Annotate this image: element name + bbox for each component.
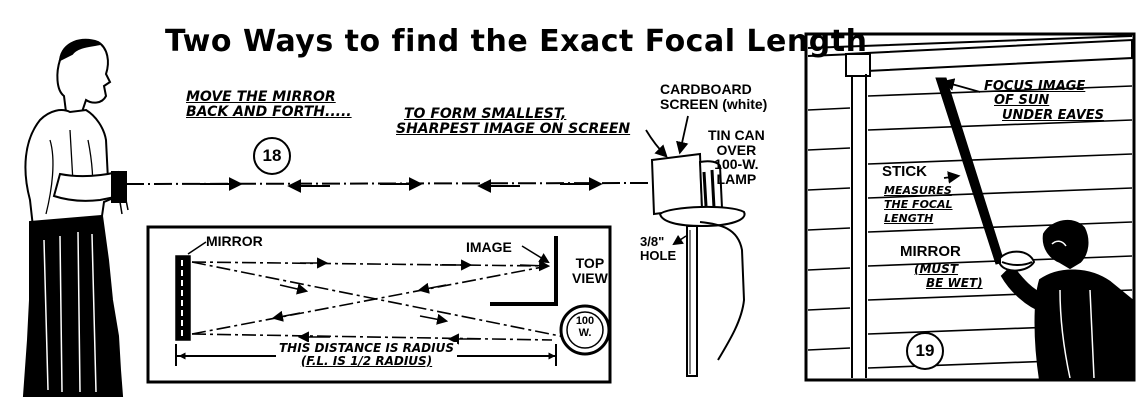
stick-line-4: LENGTH xyxy=(884,211,934,225)
lamp-wattage-label: 100 W. xyxy=(566,315,604,339)
light-ray-path xyxy=(125,177,653,193)
boy-with-mirror-figure xyxy=(999,219,1133,381)
must-be-wet-label: (MUST BE WET) xyxy=(914,262,983,291)
top-view-line-2: VIEW xyxy=(572,269,608,286)
hole-size-line-2: HOLE xyxy=(640,247,677,263)
tin-label-line-2: OVER xyxy=(716,141,757,158)
form-image-caption: TO FORM SMALLEST, SHARPEST IMAGE ON SCRE… xyxy=(396,106,630,136)
screen-label-line-2: SCREEN (white) xyxy=(660,95,768,112)
tin-label-line-3: 100-W. xyxy=(714,156,759,173)
radius-line-2: (F.L. IS 1/2 RADIUS) xyxy=(300,353,433,368)
top-view-line-1: TOP xyxy=(575,255,605,271)
tin-label-line-1: TIN CAN xyxy=(708,127,765,143)
lamp-wattage-line-1: 100 xyxy=(575,315,595,327)
stick-label: STICK xyxy=(882,163,927,180)
stick-measures-label: MEASURES THE FOCAL LENGTH xyxy=(884,184,953,225)
man-with-mirror-figure xyxy=(22,38,129,397)
caption-dots: ..... xyxy=(325,103,352,120)
boy-mirror-label: MIRROR xyxy=(900,243,961,260)
focus-line-3: UNDER EAVES xyxy=(1002,107,1105,123)
lamp-wattage-line-2: W. xyxy=(578,326,592,339)
wet-line-1: (MUST xyxy=(914,262,958,276)
caption-pointer-arrow xyxy=(645,129,668,158)
hole-size-label: 3/8" HOLE xyxy=(640,235,676,262)
radius-distance-label: THIS DISTANCE IS RADIUS (F.L. IS 1/2 RAD… xyxy=(276,341,457,368)
tin-label-line-4: LAMP xyxy=(716,171,757,188)
top-view-label: TOP VIEW xyxy=(572,256,608,285)
top-view-inset xyxy=(146,225,612,384)
stick-line-2: MEASURES xyxy=(884,184,952,197)
cardboard-screen-label: CARDBOARD SCREEN (white) xyxy=(660,82,767,111)
focus-image-label: FOCUS IMAGE OF SUN UNDER EAVES xyxy=(984,79,1105,123)
focus-line-2: OF SUN xyxy=(994,93,1050,109)
stick-line-3: THE FOCAL xyxy=(884,197,953,211)
hole-size-line-1: 3/8" xyxy=(640,234,665,249)
move-mirror-line-2-row: BACK AND FORTH..... xyxy=(186,103,352,120)
tin-can-label: TIN CAN OVER 100-W. LAMP xyxy=(708,128,765,187)
move-mirror-caption: MOVE THE MIRROR BACK AND FORTH..... xyxy=(186,90,352,119)
screen-label-line-1: CARDBOARD xyxy=(660,81,752,97)
figure-19-number: 19 xyxy=(906,332,944,370)
lamp-stand-apparatus xyxy=(650,152,746,377)
inset-mirror-label: MIRROR xyxy=(206,233,263,249)
radius-line-1: THIS DISTANCE IS RADIUS xyxy=(279,341,454,355)
form-image-line-2: SHARPEST IMAGE ON SCREEN xyxy=(396,120,631,137)
inset-image-label: IMAGE xyxy=(466,239,512,255)
page-title: Two Ways to find the Exact Focal Length xyxy=(165,24,868,59)
move-mirror-line-2: BACK AND FORTH xyxy=(186,103,326,120)
wet-line-2: BE WET) xyxy=(926,276,983,291)
move-mirror-line-1: MOVE THE MIRROR xyxy=(186,89,336,105)
focus-line-1: FOCUS IMAGE xyxy=(984,79,1086,94)
figure-18-number: 18 xyxy=(253,137,291,175)
screen-label-pointer xyxy=(676,115,689,155)
form-image-line-1: TO FORM SMALLEST, xyxy=(404,106,567,122)
